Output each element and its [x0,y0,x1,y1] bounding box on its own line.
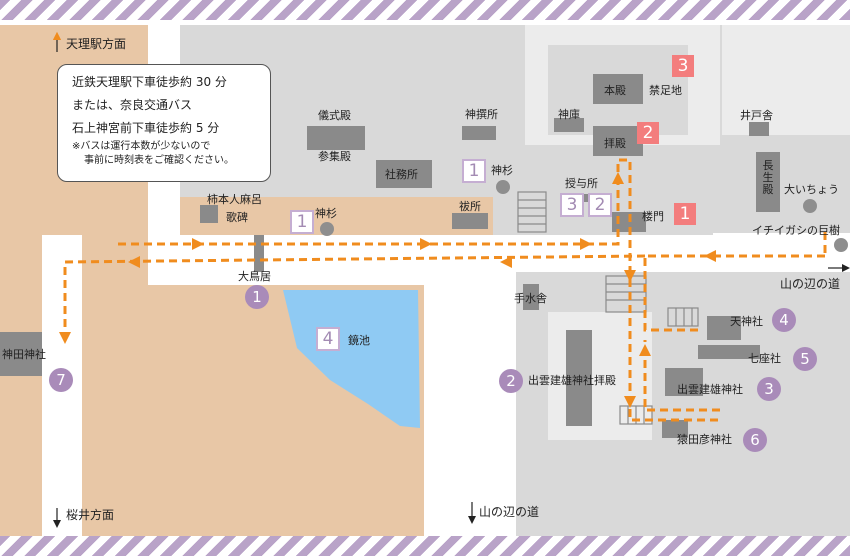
access-line-3: 石上神宮前下車徒歩約 5 分 [72,121,220,135]
label-shinsensho: 神撰所 [465,108,498,121]
shinsugi-tree-east [496,180,510,194]
building-sanshuden [307,126,365,150]
label-juyosho: 授与所 [565,177,598,190]
building-idoya [749,122,769,136]
building-honden [593,74,643,104]
building-nanazasha [698,345,760,359]
label-honden: 本殿 [604,84,626,97]
building-choseiden [756,152,780,212]
pink-marker-2[interactable]: 2 [637,122,659,144]
label-kinsokuchi: 禁足地 [649,84,682,97]
label-gishikiden: 儀式殿 [318,109,351,122]
north-sand-strip [180,197,502,235]
south-road [424,272,516,536]
building-izumotakeo [665,368,703,396]
route-west [63,254,646,340]
label-romon: 楼門 [642,210,664,223]
steps-east [667,307,699,327]
south-direction-label: 桜井方面 [66,508,115,522]
building-izumo-haiden [566,330,592,426]
building-shinsensho [462,126,496,140]
label-nanazasha: 七座社 [748,352,781,365]
label-idoya: 井戸舎 [740,109,773,122]
circle-marker-3[interactable]: 3 [757,377,781,401]
east-light-area [722,25,850,135]
circle-marker-1[interactable]: 1 [245,285,269,309]
building-juyosho [565,194,605,202]
label-kagamiike: 鏡池 [348,334,370,347]
circle-marker-5[interactable]: 5 [793,347,817,371]
label-oicho: 大いちょう [784,183,839,196]
shinsugi-tree-west [320,222,334,236]
pink-marker-1[interactable]: 1 [674,203,696,225]
top-border-stripe [0,0,850,20]
ichiigashi-tree [834,238,848,252]
outline-marker-1-west[interactable]: 1 [290,210,314,234]
main-road [148,235,850,272]
building-tenjinsha [707,316,741,340]
outline-marker-2[interactable]: 2 [588,193,612,217]
route-arrows [59,172,716,408]
label-izumotakeo-haiden: 出雲建雄神社拝殿 [528,374,616,387]
building-haiden [593,126,643,156]
label-tenjinsha: 天神社 [730,315,763,328]
monument-kahi [200,205,218,223]
outline-marker-1-east[interactable]: 1 [462,159,486,183]
label-ichiigashi: イチイガシの巨樹 [752,224,840,237]
label-kandajinja: 神田神社 [2,348,46,361]
kagami-pond [283,290,420,428]
circle-marker-7[interactable]: 7 [49,368,73,392]
label-shamusho: 社務所 [385,168,418,181]
outline-marker-3[interactable]: 3 [560,193,584,217]
label-shinsugi-west: 神杉 [315,207,337,220]
ginkgo-tree [803,199,817,213]
label-haiden: 拝殿 [604,137,626,150]
label-sanshuden: 参集殿 [318,150,351,163]
route-east [118,158,720,422]
bottom-border-stripe [0,536,850,556]
label-choseiden: 長生殿 [762,159,774,196]
label-haraisho: 祓所 [459,200,481,213]
label-chozuya: 手水舎 [514,292,547,305]
bottom-path-label: 山の辺の道 [479,505,540,519]
label-izumotakeo: 出雲建雄神社 [677,383,743,396]
label-shinsugi-east: 神杉 [491,164,513,177]
building-sarutahiko [662,420,688,438]
access-note-2: 事前に時刻表をご確認ください。 [84,155,234,166]
steps-west [517,191,547,233]
access-line-2: または、奈良交通バス [72,98,193,112]
building-kandajinja [0,332,42,376]
north-direction-label: 天理駅方面 [66,37,127,51]
steps-central [605,275,647,313]
access-info-box: 近鉄天理駅下車徒歩約 30 分 または、奈良交通バス 石上神宮前下車徒歩約 5 … [57,64,271,182]
access-line-1: 近鉄天理駅下車徒歩約 30 分 [72,75,227,89]
label-sarutahiko: 猿田彦神社 [677,433,732,446]
label-kahi: 歌碑 [226,211,248,224]
building-haraisho [452,213,488,229]
pink-marker-3[interactable]: 3 [672,55,694,77]
circle-marker-4[interactable]: 4 [772,308,796,332]
east-path-label: 山の辺の道 [780,277,841,291]
label-shinko: 神庫 [558,108,580,121]
circle-marker-2[interactable]: 2 [499,369,523,393]
label-otorii: 大鳥居 [238,270,271,283]
label-kashiwa-hitomaro: 柿本人麻呂 [207,193,262,206]
building-chozuya [523,284,539,310]
circle-marker-6[interactable]: 6 [743,428,767,452]
outline-marker-4[interactable]: 4 [316,327,340,351]
otorii-gate [254,235,264,272]
route-loop [643,340,720,412]
building-shinko [554,118,584,132]
building-shamusho [376,160,432,188]
access-note-1: ※バスは運行本数が少ないので [72,141,211,152]
